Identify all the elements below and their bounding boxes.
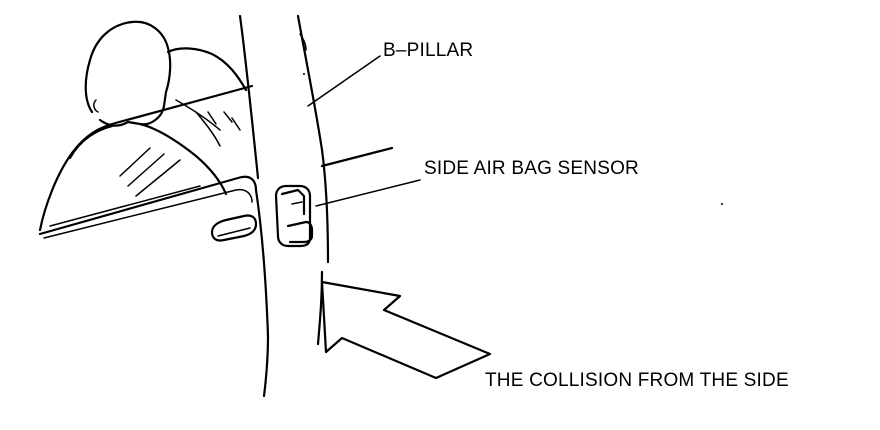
speck [721, 203, 723, 205]
sensor-leader-line [315, 179, 421, 207]
front-door [38, 84, 270, 398]
collision-arrow-icon [320, 280, 492, 380]
b-pillar-leader-line [307, 55, 381, 107]
speck [303, 73, 305, 75]
b-pillar-label: B–PILLAR [383, 40, 474, 61]
sensor-label: SIDE AIR BAG SENSOR [424, 158, 639, 179]
side-air-bag-sensor [274, 184, 314, 248]
occupant-figure [68, 20, 248, 196]
b-pillar [238, 14, 394, 346]
collision-label: THE COLLISION FROM THE SIDE [485, 370, 789, 391]
